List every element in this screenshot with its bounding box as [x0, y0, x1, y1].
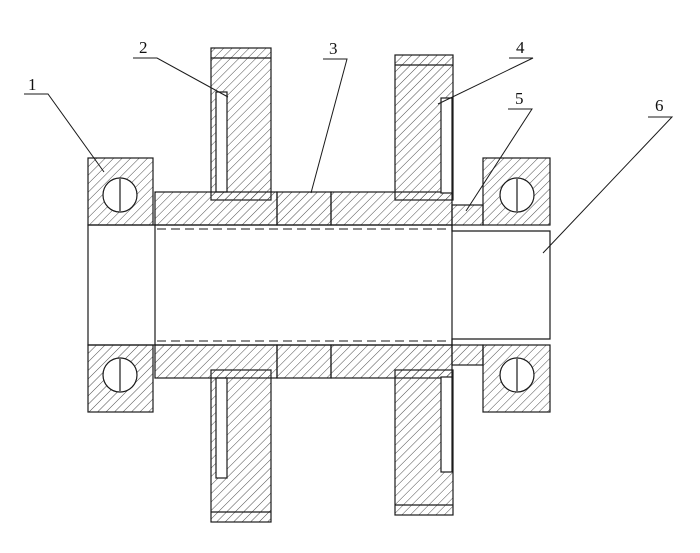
- right-gear-upper: [330, 54, 454, 226]
- part-callout-6: 6: [542, 96, 674, 254]
- part-label-6: 6: [655, 96, 664, 115]
- part-callout-1: 1: [24, 75, 105, 173]
- right-bearing-block: [482, 344, 551, 413]
- part-callouts: 1 2 3 4 5 6: [24, 38, 674, 254]
- left-bearing-upper: [87, 157, 154, 226]
- leader-line-3: [310, 58, 348, 194]
- center-spacer-sleeve: [276, 344, 332, 379]
- part-callout-3: 3: [310, 39, 348, 194]
- part-callout-2: 2: [133, 38, 229, 98]
- assembly-upper-half: [87, 47, 551, 230]
- right-bearing-lower: [482, 344, 551, 413]
- center-spacer-sleeve: [276, 191, 332, 226]
- left-gear-web-relief: [215, 377, 228, 479]
- left-gear-lower: [154, 344, 278, 523]
- part-label-5: 5: [515, 89, 524, 108]
- part-callout-5: 5: [465, 89, 533, 212]
- right-gear-web-relief: [440, 376, 453, 473]
- right-gear-web-relief: [440, 97, 453, 194]
- shaft: [87, 224, 551, 346]
- part-label-1: 1: [28, 75, 37, 94]
- leader-line-5: [465, 108, 533, 212]
- left-bearing-lower: [87, 344, 154, 413]
- left-gear-upper: [154, 47, 278, 226]
- right-gear-lower: [330, 344, 454, 516]
- leader-line-1: [24, 93, 105, 173]
- part-label-3: 3: [329, 39, 338, 58]
- right-bearing-upper: [482, 157, 551, 226]
- assembly-lower-half: [87, 340, 551, 523]
- part-label-4: 4: [516, 38, 525, 57]
- leader-line-6: [542, 116, 674, 254]
- retaining-sleeve: [451, 344, 484, 366]
- part-callout-4: 4: [437, 38, 534, 105]
- leader-line-4: [437, 57, 534, 105]
- leader-line-2: [133, 57, 229, 98]
- left-gear-hub: [154, 344, 278, 379]
- left-gear-web-relief: [215, 91, 228, 193]
- shaft-outline: [87, 224, 551, 346]
- part-label-2: 2: [139, 38, 148, 57]
- left-gear-hub: [154, 191, 278, 226]
